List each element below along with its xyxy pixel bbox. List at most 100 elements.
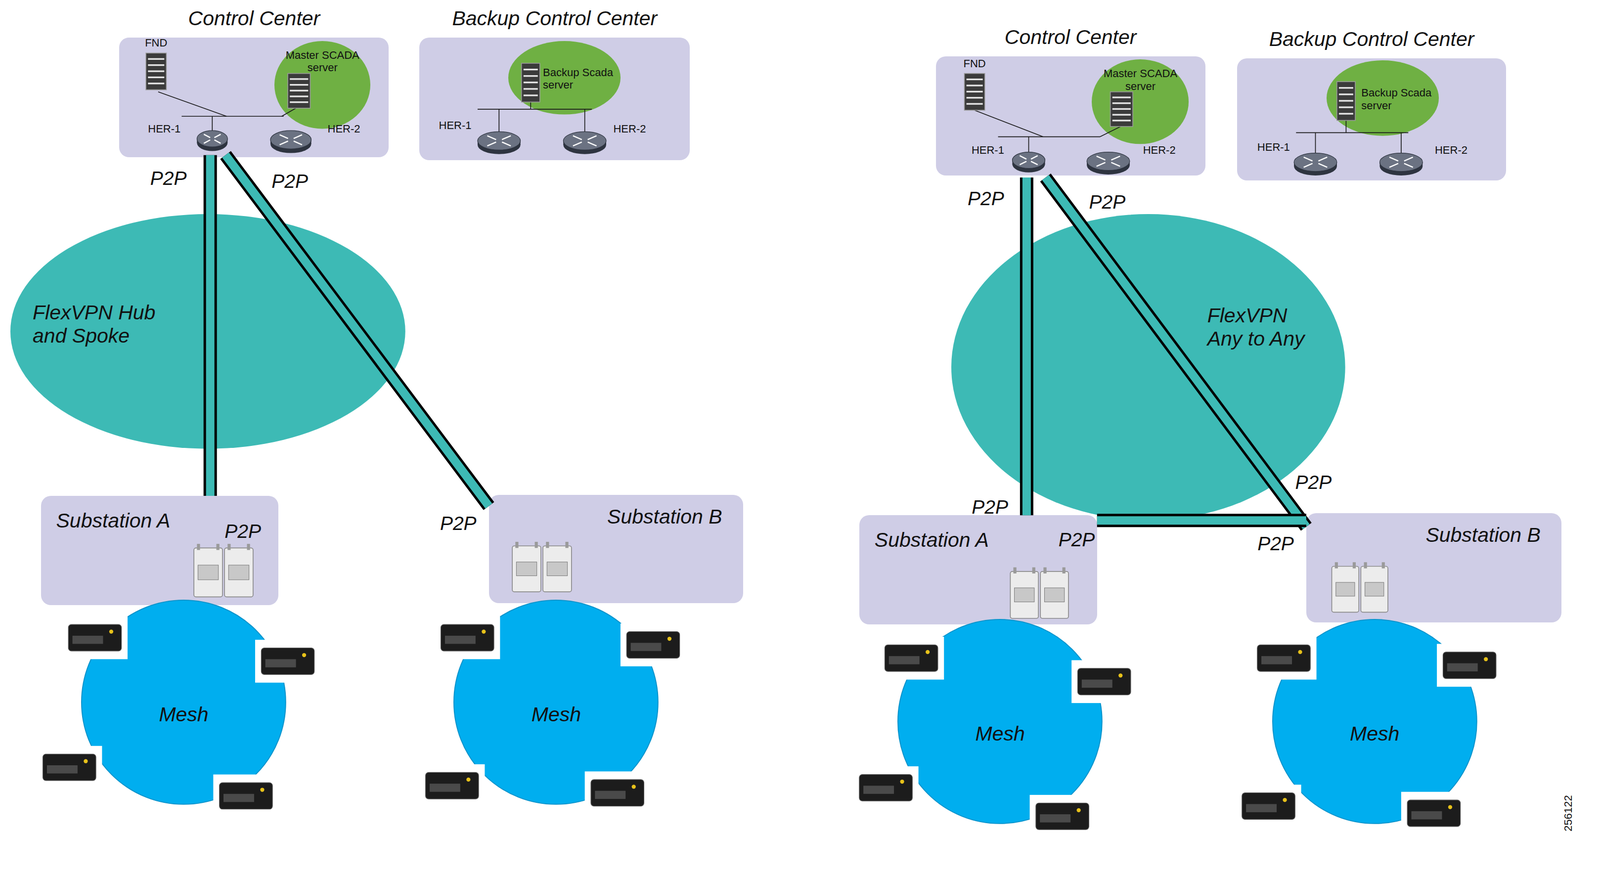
site-heading: Backup Control Center — [419, 6, 690, 31]
site-heading: Control Center — [119, 6, 389, 31]
device-label: FND — [140, 36, 172, 49]
mesh-router-icon — [853, 766, 919, 810]
shape-fill — [1091, 59, 1189, 144]
label-holder: 256122 — [1562, 795, 1575, 832]
lan-wire — [1345, 120, 1347, 134]
device-label: Master SCADA server — [1091, 67, 1189, 93]
site-box: Backup Control CenterBackup Scada server… — [419, 37, 690, 161]
pipe-label-holder: P2P — [1058, 528, 1096, 551]
pipe-fill — [225, 155, 489, 507]
region-label: Substation A — [56, 509, 189, 533]
shape-fill — [274, 41, 371, 130]
device-label: Backup Scada server — [542, 66, 620, 92]
device-label: HER-1 — [147, 122, 185, 135]
lan-wire — [1028, 136, 1030, 153]
router-icon — [270, 130, 312, 153]
pipe-label: P2P — [1058, 528, 1096, 551]
site-heading: Control Center — [935, 25, 1206, 49]
region-label: Mesh — [453, 703, 659, 727]
region-label: Mesh — [1272, 722, 1477, 746]
pipe-label: P2P — [971, 495, 1009, 519]
device-label: FND — [959, 57, 990, 70]
router-icon — [1379, 153, 1423, 176]
device-label: Backup Scada server — [1361, 86, 1438, 112]
pipe-outline — [225, 155, 489, 507]
device-label: HER-2 — [1143, 143, 1181, 157]
server-icon — [287, 73, 311, 109]
lan-wire — [1315, 132, 1317, 154]
lan-wire — [498, 109, 500, 133]
mesh-router-icon — [1071, 660, 1137, 704]
mesh-router-icon — [620, 623, 686, 667]
label-holder: P2P — [1295, 471, 1333, 494]
device-label: HER-2 — [613, 122, 651, 135]
pipe-outline — [1097, 513, 1307, 528]
device-label: HER-1 — [439, 119, 477, 132]
pipe-outline — [1045, 177, 1306, 527]
mesh-router-icon — [1029, 795, 1096, 839]
pipe-label: P2P — [1295, 471, 1333, 494]
pipe-label: P2P — [1089, 190, 1126, 214]
pipe-label: P2P — [224, 520, 262, 543]
pipe-label: P2P — [967, 187, 1005, 211]
shape-fill — [951, 214, 1346, 521]
device-label: HER-1 — [971, 143, 1009, 157]
server-circle: Master SCADA server — [1091, 59, 1189, 144]
mesh-router-icon — [213, 774, 279, 818]
region-label: Substation A — [874, 528, 1007, 552]
mesh-router-icon — [419, 764, 485, 808]
server-icon — [964, 73, 985, 111]
region-label: Mesh — [897, 722, 1103, 746]
lan-wire — [477, 108, 592, 110]
p2p-pipe — [210, 155, 211, 496]
pipe-label: P2P — [440, 512, 477, 535]
region-label: Substation B — [607, 505, 740, 529]
server-icon — [1110, 91, 1133, 127]
server-icon — [145, 52, 167, 90]
pipe-fill — [206, 155, 215, 496]
pipe-outline — [203, 155, 218, 496]
substation-router-icon — [1010, 567, 1069, 619]
label-holder: P2P — [1257, 533, 1294, 556]
lan-wire — [281, 108, 297, 117]
router-icon — [1012, 152, 1045, 173]
site-box: Backup Control CenterBackup Scada server… — [1237, 58, 1507, 181]
router-icon — [1086, 152, 1130, 175]
pipe-label: P2P — [150, 167, 187, 190]
mesh-router-icon — [62, 616, 128, 660]
p2p-pipe — [1045, 177, 1306, 527]
vpn-cloud: FlexVPN Any to Any — [951, 214, 1346, 521]
shape-outline — [951, 214, 1346, 521]
label-holder: P2P — [971, 495, 1009, 519]
substation-router-icon — [1332, 562, 1389, 613]
label-holder: P2P — [440, 512, 477, 535]
mesh-router-icon — [1250, 636, 1317, 680]
mesh-router-icon — [36, 746, 102, 790]
device-label: HER-2 — [1434, 143, 1472, 157]
mesh-router-icon — [1401, 792, 1467, 836]
pipe-label-holder: P2P — [271, 170, 309, 193]
lan-wire — [211, 116, 213, 131]
pipe-label: P2P — [271, 170, 309, 193]
pipe-fill — [1045, 177, 1306, 527]
lan-wire — [584, 109, 586, 133]
device-label: Master SCADA server — [274, 48, 371, 75]
lan-wire — [998, 136, 1101, 138]
p2p-pipe — [225, 155, 489, 507]
substation-router-icon — [193, 543, 254, 597]
lan-wire — [158, 91, 227, 117]
mesh-router-icon — [255, 639, 321, 683]
shape-fill — [81, 600, 286, 805]
mesh-router-icon — [1236, 784, 1302, 828]
figure-number: 256122 — [1562, 795, 1575, 832]
lan-wire — [1295, 132, 1409, 134]
mesh-router-icon — [1436, 643, 1503, 687]
pipe-label-holder: P2P — [1089, 190, 1126, 214]
shape-fill — [508, 41, 621, 115]
lan-wire — [974, 110, 1043, 137]
mesh-router-icon — [434, 616, 500, 660]
router-icon — [477, 131, 521, 154]
